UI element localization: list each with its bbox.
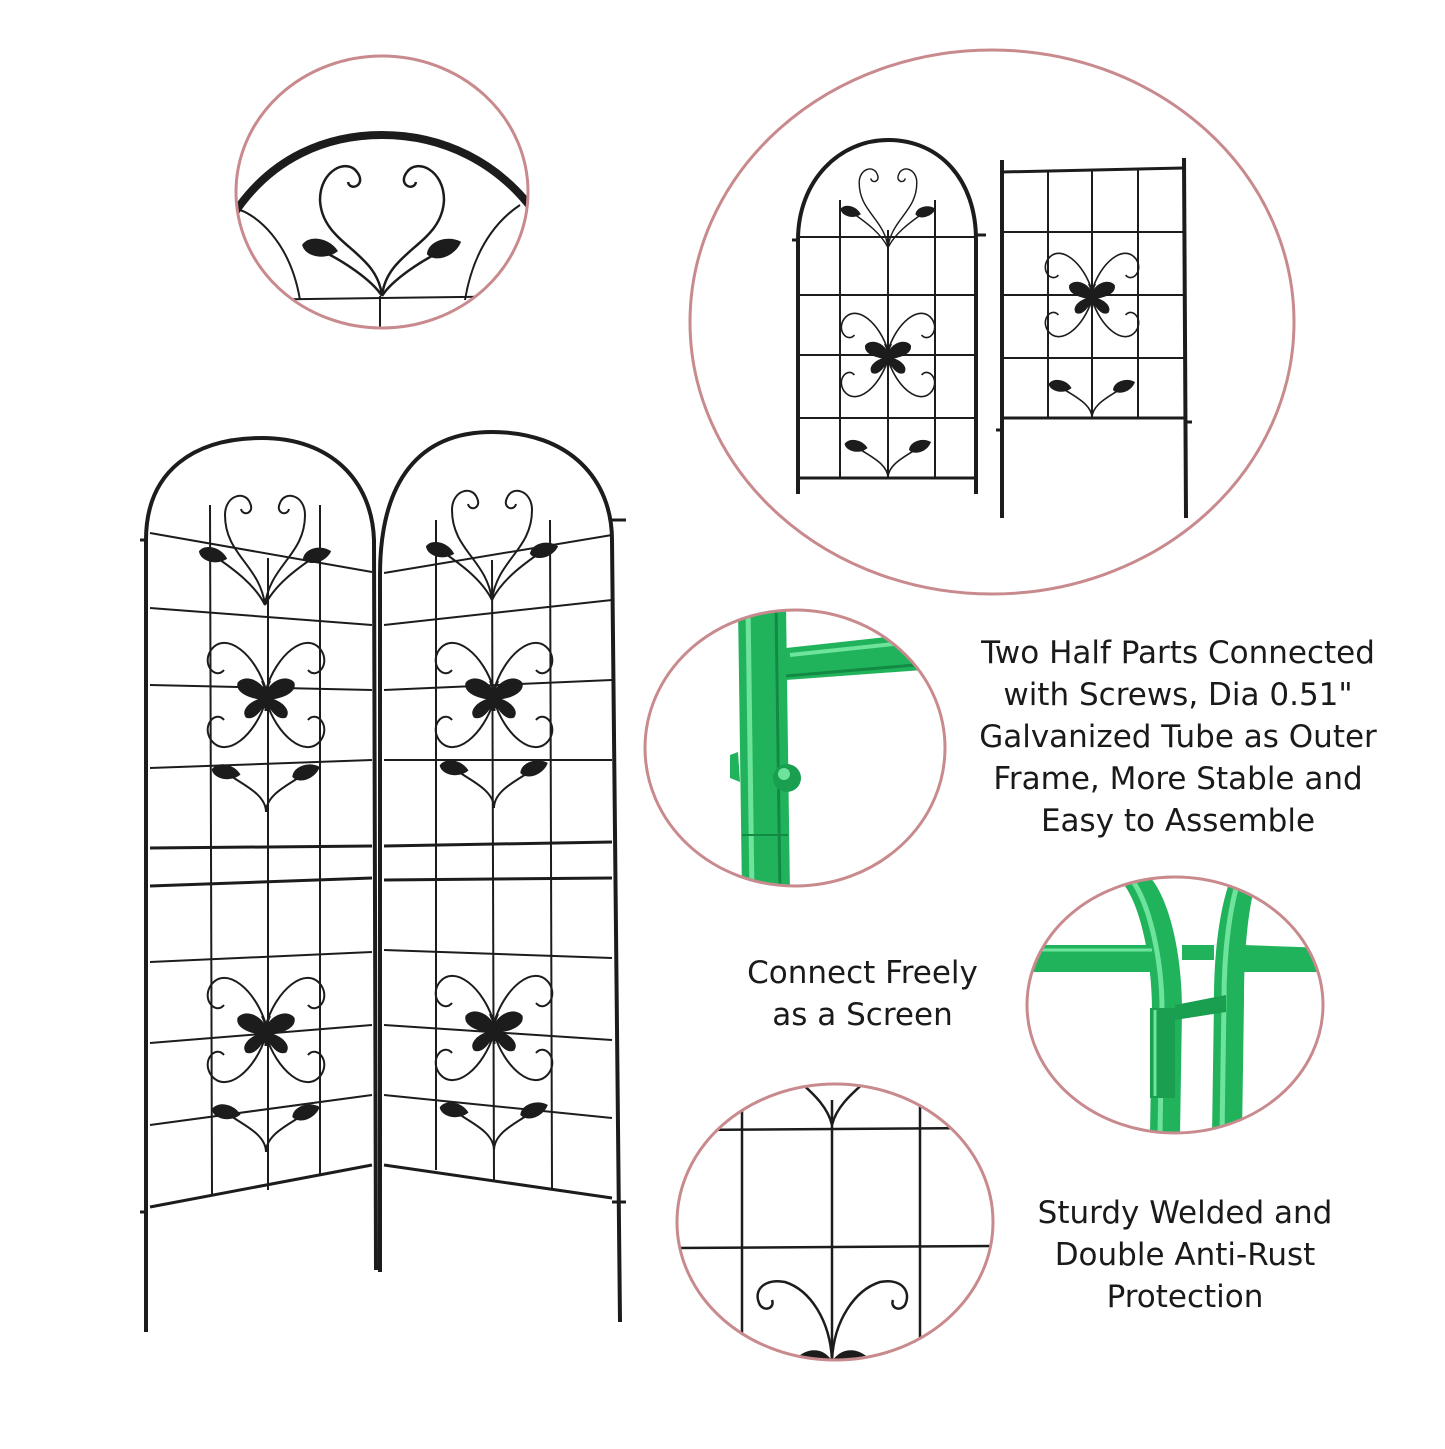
assembly-caption-line: Two Half Parts Connected xyxy=(981,635,1375,671)
screen-caption: Connect Freely as a Screen xyxy=(720,952,1005,1036)
right-panel xyxy=(378,429,626,1323)
two-halves-circle xyxy=(688,48,1296,596)
assembly-caption-line: Galvanized Tube as Outer xyxy=(979,719,1377,755)
rust-caption-line: Sturdy Welded and xyxy=(1037,1195,1333,1231)
assembly-caption-line: Easy to Assemble xyxy=(1040,803,1316,839)
hinge-circle xyxy=(1025,875,1325,1135)
assembly-caption: Two Half Parts Connected with Screws, Di… xyxy=(958,632,1398,842)
assembly-caption-line: with Screws, Dia 0.51" xyxy=(1003,677,1353,713)
screen-caption-line: as a Screen xyxy=(772,997,953,1033)
weld-detail-circle xyxy=(675,1082,995,1362)
tube-screw-circle xyxy=(643,608,947,888)
assembly-caption-line: Frame, More Stable and xyxy=(993,761,1363,797)
trellis-panels xyxy=(140,429,626,1332)
rust-caption: Sturdy Welded and Double Anti-Rust Prote… xyxy=(1010,1192,1360,1318)
arch-detail-circle xyxy=(234,54,530,330)
left-panel xyxy=(140,435,378,1332)
screen-caption-line: Connect Freely xyxy=(747,955,978,991)
rust-caption-line: Protection xyxy=(1106,1279,1264,1315)
rust-caption-line: Double Anti-Rust xyxy=(1054,1237,1316,1273)
